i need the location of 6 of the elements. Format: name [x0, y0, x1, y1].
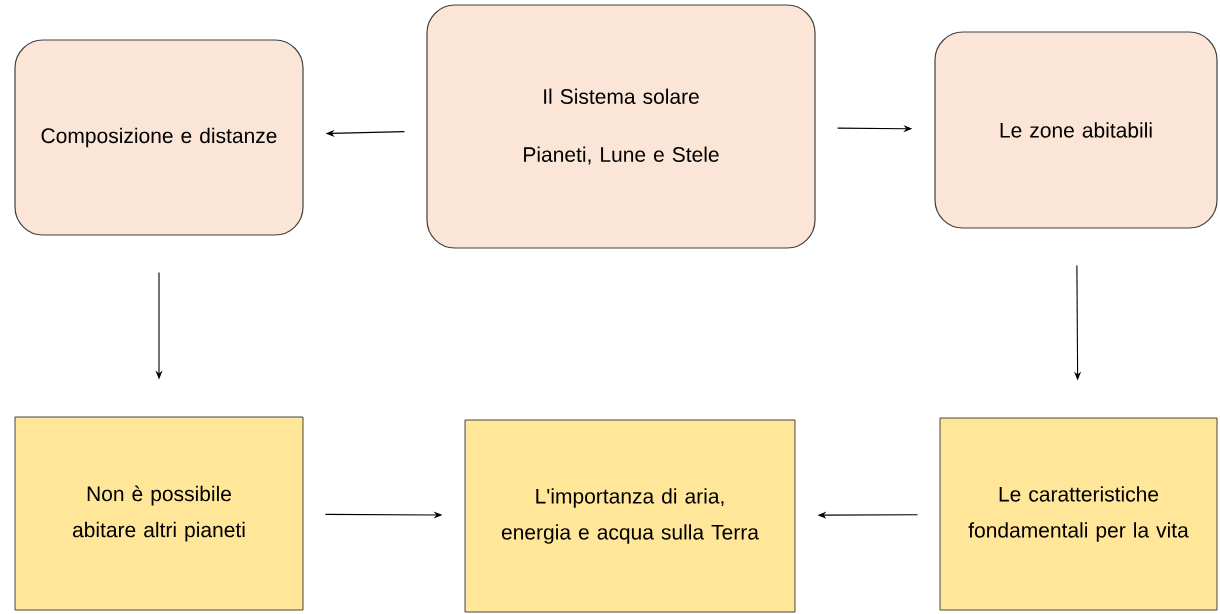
- rounded-box: Composizione e distanze: [14, 39, 304, 236]
- rounded-box: Il Sistema solare Pianeti, Lune e Stele: [426, 4, 816, 249]
- text-box: L'importanza di aria, energia e acqua sulla Terra: [464, 419, 796, 613]
- text-box: Non è possibile abitare altri pianeti: [14, 416, 304, 611]
- rounded-box: Le zone abitabili: [934, 31, 1218, 229]
- text-box: Le caratteristiche fondamentali per la vita: [939, 417, 1218, 611]
